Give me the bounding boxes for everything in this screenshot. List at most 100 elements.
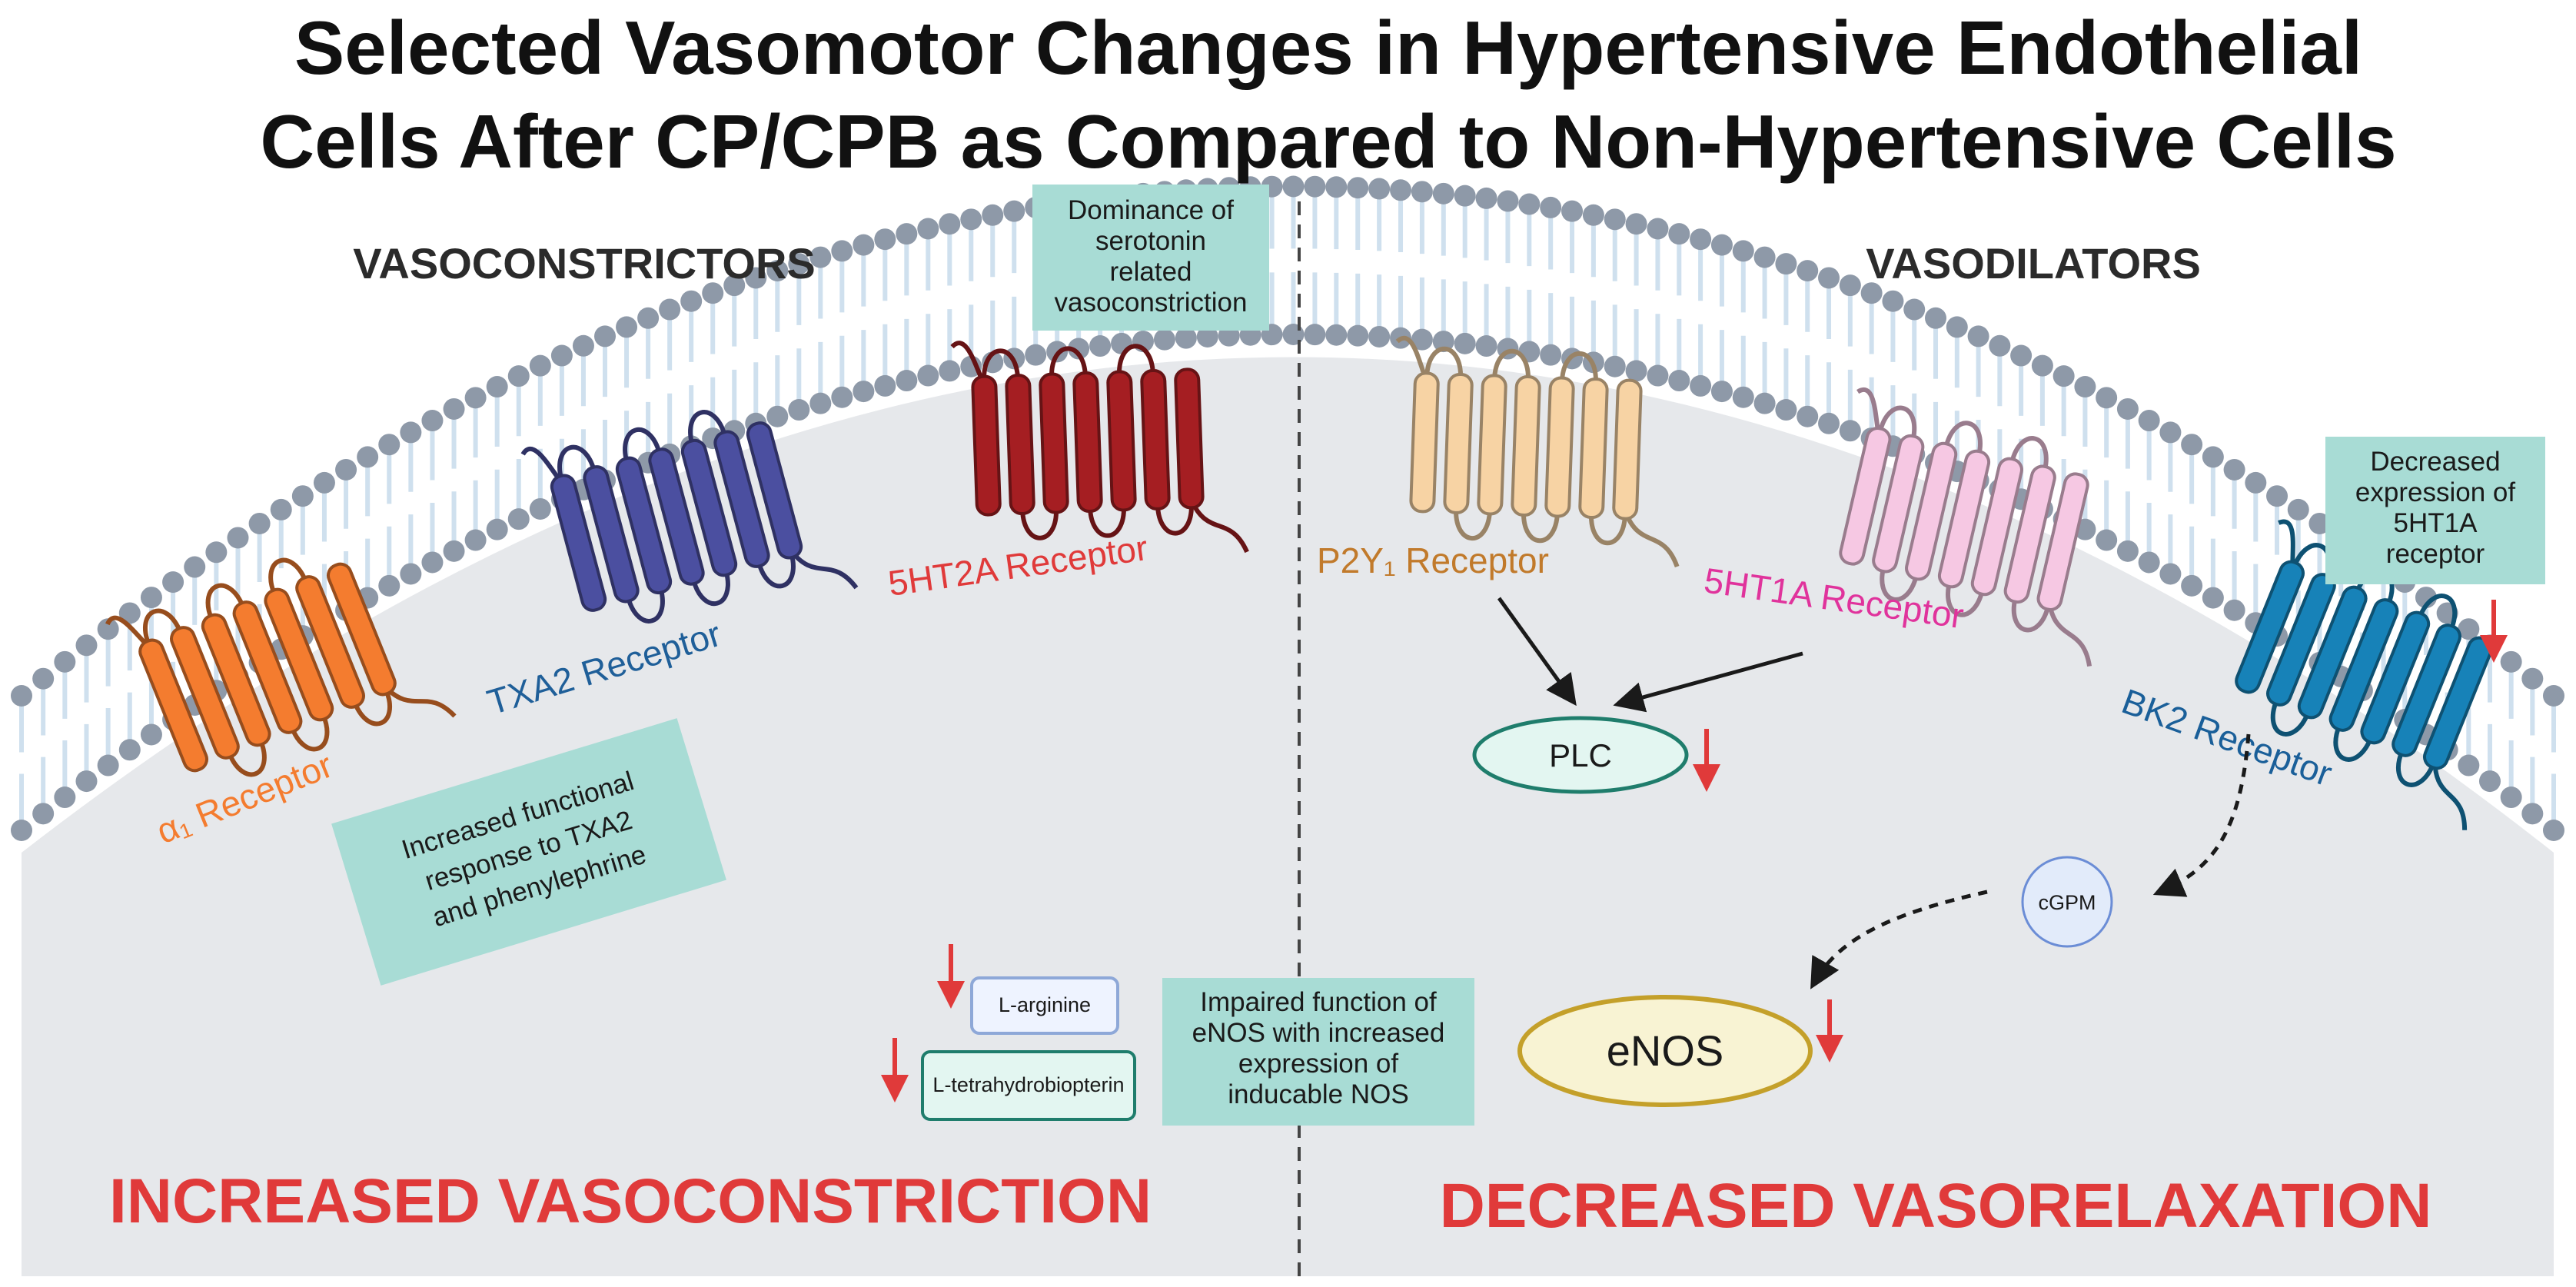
ht1a-note-line-4: receptor [2386, 539, 2485, 569]
lipid-molecule [1454, 185, 1476, 354]
lipid-molecule [2096, 387, 2118, 551]
lipid-molecule [1604, 208, 1626, 377]
lipid-molecule [1368, 178, 1391, 348]
ht1a-note-line-3: 5HT1A [2394, 508, 2478, 538]
lipid-molecule [118, 602, 141, 761]
lipid-molecule [443, 397, 465, 562]
lipid-molecule [464, 387, 487, 551]
lipid-molecule [982, 204, 1004, 374]
lipid-molecule [853, 234, 875, 403]
lipid-molecule [874, 228, 896, 397]
lipid-molecule [1003, 200, 1025, 370]
lipid-molecule [723, 274, 746, 442]
transmembrane-helix [1005, 374, 1035, 516]
transmembrane-helix [264, 587, 334, 722]
lipid-molecule [659, 298, 681, 465]
ht1a-to-plc-arrow [1613, 651, 1803, 713]
lipid-molecule [1668, 223, 1690, 392]
lipid-molecule [2223, 458, 2245, 621]
lipid-molecule [486, 376, 508, 540]
lipid-molecule [1775, 253, 1797, 421]
p2y1-to-plc-arrow [1497, 597, 1577, 707]
lipid-molecule [2116, 397, 2139, 562]
l-arginine-box: L-arginine [970, 976, 1119, 1035]
transmembrane-helix [2392, 624, 2461, 757]
lipid-molecule [1540, 196, 1562, 366]
txa2-receptor [520, 410, 859, 624]
lipid-molecule [1818, 267, 1840, 434]
lipid-molecule [2543, 685, 2564, 841]
lipid-molecule [75, 634, 98, 793]
serotonin-note-box: Dominance of serotonin related vasoconst… [1032, 185, 1269, 331]
ht2a-receptor [950, 341, 1249, 554]
lipid-molecule [1432, 182, 1454, 353]
transmembrane-helix [2360, 610, 2431, 745]
lipid-molecule [11, 685, 32, 841]
lipid-molecule [2500, 650, 2522, 809]
lipid-molecule [1647, 218, 1669, 387]
title-line-1: Selected Vasomotor Changes in Hypertensi… [294, 5, 2362, 90]
l-arginine-label: L-arginine [999, 993, 1091, 1016]
transmembrane-helix [2297, 585, 2368, 720]
transmembrane-helix [746, 421, 803, 560]
enos-note-line-4: inducable NOS [1228, 1079, 1408, 1109]
cgpm-molecule: cGPM [2021, 856, 2113, 948]
lipid-molecule [1690, 228, 1712, 397]
transmembrane-helix [1140, 368, 1171, 510]
lipid-molecule [1411, 181, 1433, 351]
transmembrane-helix [1409, 371, 1440, 514]
transmembrane-helix [2036, 472, 2089, 611]
lipid-molecule [1261, 175, 1283, 346]
transmembrane-helix [232, 600, 303, 734]
ht1a-note-line-2: expression of [2355, 477, 2515, 507]
lipid-molecule [1753, 246, 1776, 414]
ht1a-note-line-1: Decreased [2370, 447, 2500, 477]
lipid-molecule [1325, 176, 1348, 346]
transmembrane-helix [583, 465, 640, 604]
lipid-molecule [400, 421, 422, 585]
lipid-molecule [1475, 187, 1497, 358]
lipid-molecule [788, 253, 810, 421]
transmembrane-helix [713, 430, 770, 568]
transmembrane-helix [1511, 375, 1541, 517]
vasoconstrictors-heading: VASOCONSTRICTORS [353, 239, 816, 288]
transmembrane-helix [2003, 464, 2056, 604]
lipid-molecule [529, 354, 551, 520]
transmembrane-helix [680, 438, 738, 577]
transmembrane-helix [971, 374, 1002, 517]
transmembrane-helix [550, 474, 607, 612]
lipid-molecule [1625, 213, 1647, 382]
lipid-molecule [1390, 179, 1412, 349]
transmembrane-helix [1477, 374, 1507, 516]
lipid-molecule [1582, 204, 1604, 374]
lipid-molecule [2159, 421, 2182, 585]
alpha1-receptor [105, 557, 457, 777]
receptor-layer [105, 335, 2493, 830]
l-tetrahydrobiopterin-box: L-tetrahydrobiopterin [921, 1050, 1136, 1121]
transmembrane-helix [1872, 434, 1925, 574]
cgpm-to-enos-arrow [1810, 890, 1988, 989]
lipid-molecule [507, 365, 530, 530]
lipid-molecule [1561, 200, 1584, 370]
lipid-molecule [831, 240, 853, 408]
lipid-molecule [1347, 177, 1369, 347]
lipid-molecule [2245, 471, 2267, 634]
transmembrane-helix [2235, 560, 2305, 694]
lipid-molecule [766, 260, 789, 427]
transmembrane-helix [1544, 376, 1575, 518]
lipid-molecule [939, 213, 961, 382]
serotonin-note-line-1: Dominance of [1068, 195, 1234, 225]
enos-note-line-2: eNOS with increased [1192, 1018, 1445, 1048]
transmembrane-helix [615, 456, 673, 595]
transmembrane-helix [2328, 598, 2399, 732]
ht1a-receptor [1839, 387, 2092, 667]
transmembrane-helix [1937, 449, 1991, 589]
vasodilators-heading: VASODILATORS [1866, 239, 2201, 288]
bk2-to-cgpm-arrow [2152, 733, 2251, 897]
txa2-note-box: Increased functional response to TXA2 an… [331, 718, 726, 986]
lipid-molecule [2202, 446, 2224, 609]
lipid-molecule [357, 446, 379, 609]
lipid-molecule [1304, 175, 1326, 346]
plc-molecule: PLC [1472, 716, 1689, 794]
